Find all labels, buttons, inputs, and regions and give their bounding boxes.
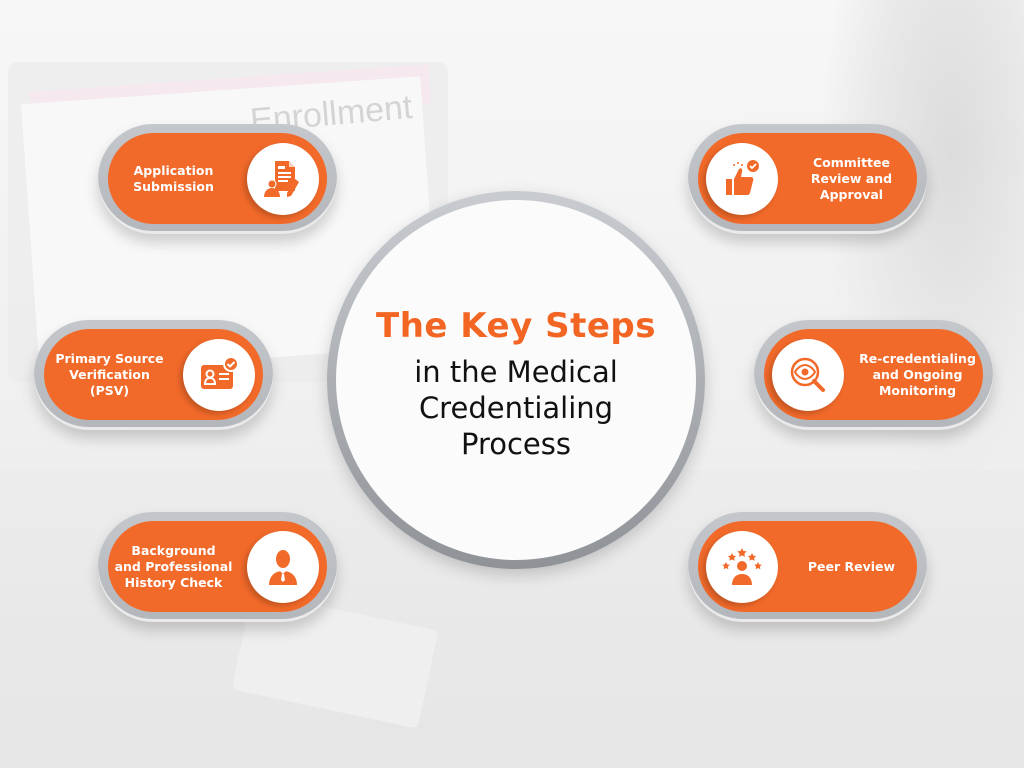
id-card-check-icon [183,338,255,411]
step-label: Primary Source Verification (PSV) [44,351,175,399]
step-pill: Background and Professional History Chec… [108,521,327,612]
step-background-history-check: Background and Professional History Chec… [98,512,337,622]
professional-person-icon [247,530,319,603]
step-pill: Re-credentialing and Ongoing Monitoring [764,329,983,420]
diagram-subtitle: in the Medical Credentialing Process [414,354,618,462]
step-label-line: Submission [133,178,214,194]
magnifier-eye-icon [772,338,844,411]
step-label-line: Primary Source [55,350,164,366]
step-label-line: Re-credentialing [859,350,976,366]
step-label-line: and Professional [114,558,233,574]
step-label-line: Approval [819,186,884,202]
step-peer-review: Peer Review [688,512,927,622]
step-label: Committee Review and Approval [786,155,917,203]
step-pill: Primary Source Verification (PSV) [44,329,263,420]
step-primary-source-verification: Primary Source Verification (PSV) [34,320,273,430]
step-pill: Application Submission [108,133,327,224]
step-recredentialing-monitoring: Re-credentialing and Ongoing Monitoring [754,320,993,430]
person-stars-icon [706,530,778,603]
thumbs-up-check-icon [706,142,778,215]
step-label: Peer Review [786,559,917,575]
center-circle: The Key Steps in the Medical Credentiali… [327,191,705,569]
step-application-submission: Application Submission [98,124,337,234]
step-label-line: History Check [124,574,223,590]
diagram-title: The Key Steps [376,306,656,346]
step-label-line: Background [131,542,216,558]
subtitle-line: Credentialing [418,391,614,425]
step-label-line: Monitoring [878,382,957,398]
subtitle-line: in the Medical [414,355,618,389]
step-pill: Peer Review [698,521,917,612]
step-label: Re-credentialing and Ongoing Monitoring [852,351,983,399]
step-label: Background and Professional History Chec… [108,543,239,591]
step-committee-review-approval: Committee Review and Approval [688,124,927,234]
step-label-line: Review and [810,170,893,186]
step-label-line: Peer Review [807,558,896,574]
step-label-line: Application [133,162,214,178]
step-label-line: Committee [812,154,890,170]
step-label-line: (PSV) [89,382,130,398]
application-document-icon [247,142,319,215]
center-circle-content: The Key Steps in the Medical Credentiali… [336,200,696,560]
step-pill: Committee Review and Approval [698,133,917,224]
step-label-line: Verification [69,366,150,382]
step-label-line: and Ongoing [872,366,963,382]
subtitle-line: Process [460,427,571,461]
step-label: Application Submission [108,163,239,195]
